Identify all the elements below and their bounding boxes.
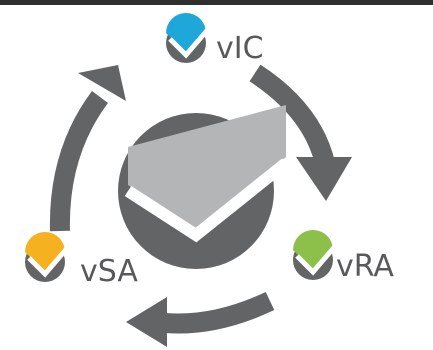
vic-badge-icon xyxy=(166,13,212,63)
cycle-diagram xyxy=(25,13,352,347)
node-label-vic: vIC xyxy=(216,31,264,66)
node-label-vra: vRA xyxy=(336,249,394,284)
vra-badge-icon xyxy=(293,230,339,280)
arrow-left xyxy=(49,65,126,232)
node-label-vsa: vSA xyxy=(80,254,138,289)
center-check-icon xyxy=(118,105,290,269)
arrow-top-right xyxy=(249,64,352,201)
vsa-badge-icon xyxy=(25,232,71,282)
diagram-canvas: vIC vRA vSA xyxy=(0,5,433,350)
arrow-bottom xyxy=(126,291,275,347)
